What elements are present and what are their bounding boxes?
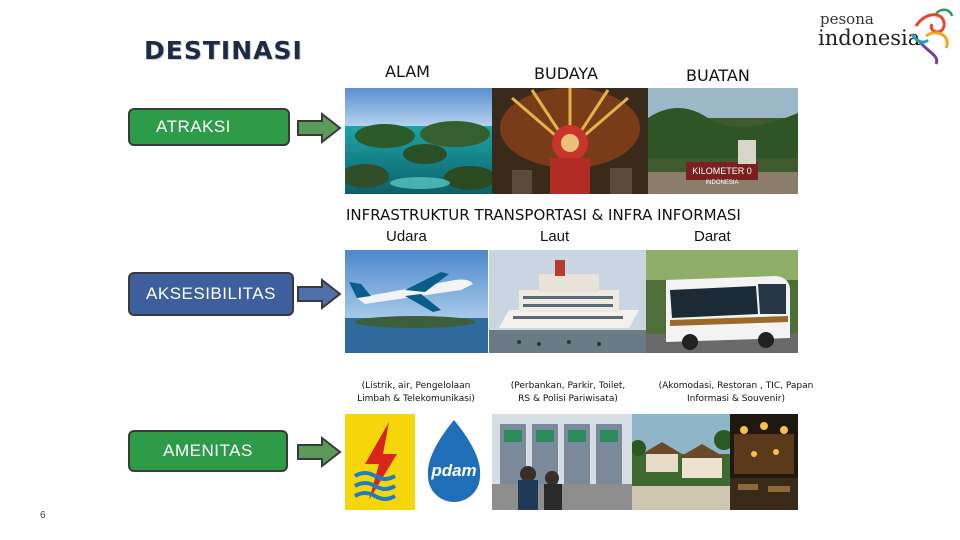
photo-udara-airplane (345, 250, 488, 353)
logo-swirl-icon (910, 8, 954, 65)
arrow-right-icon (297, 436, 342, 468)
arrow-right-icon (297, 278, 342, 310)
photo-buatan-kilometer-nol: KILOMETER 0 INDONESIA (648, 88, 798, 194)
kilometer-sign-line1: KILOMETER 0 (692, 166, 752, 176)
photo-restaurant-night (730, 414, 798, 510)
header-alam: ALAM (385, 62, 430, 81)
arrow-right-icon (297, 112, 342, 144)
logo-pesona-text: pesona (820, 10, 874, 28)
pln-logo (345, 414, 415, 510)
pdam-logo: pdam (418, 414, 490, 510)
amenitas-desc-utilities: (Listrik, air, Pengelolaan Limbah & Tele… (357, 381, 475, 404)
logo-indonesia-text: indonesia (818, 26, 921, 50)
amenitas-desc-hospitality: (Akomodasi, Restoran , TIC, Papan Inform… (658, 381, 814, 404)
page-title: DESTINASI (144, 36, 303, 65)
page-number: 6 (40, 510, 46, 521)
photo-resort-villas (632, 414, 730, 510)
photo-budaya-costume (492, 88, 648, 194)
mode-darat: Darat (694, 228, 731, 245)
header-budaya: BUDAYA (534, 64, 598, 83)
amenitas-desc-services: (Perbankan, Parkir, Toilet, RS & Polisi … (510, 381, 626, 404)
photo-darat-bus (646, 250, 798, 353)
photo-atm-banking (492, 414, 632, 510)
row-label-amenitas: AMENITAS (128, 430, 288, 472)
row-label-atraksi: ATRAKSI (128, 108, 290, 146)
kilometer-sign-line2: INDONESIA (705, 180, 738, 186)
mode-udara: Udara (386, 228, 427, 245)
pesona-indonesia-logo: pesona indonesia (816, 6, 956, 66)
header-buatan: BUATAN (686, 66, 750, 85)
photo-laut-ship (489, 250, 646, 353)
pdam-text: pdam (430, 461, 476, 480)
photo-alam-islands (345, 88, 492, 194)
infra-title: INFRASTRUKTUR TRANSPORTASI & INFRA INFOR… (346, 206, 741, 224)
row-label-aksesibilitas: AKSESIBILITAS (128, 272, 294, 316)
mode-laut: Laut (540, 228, 570, 245)
